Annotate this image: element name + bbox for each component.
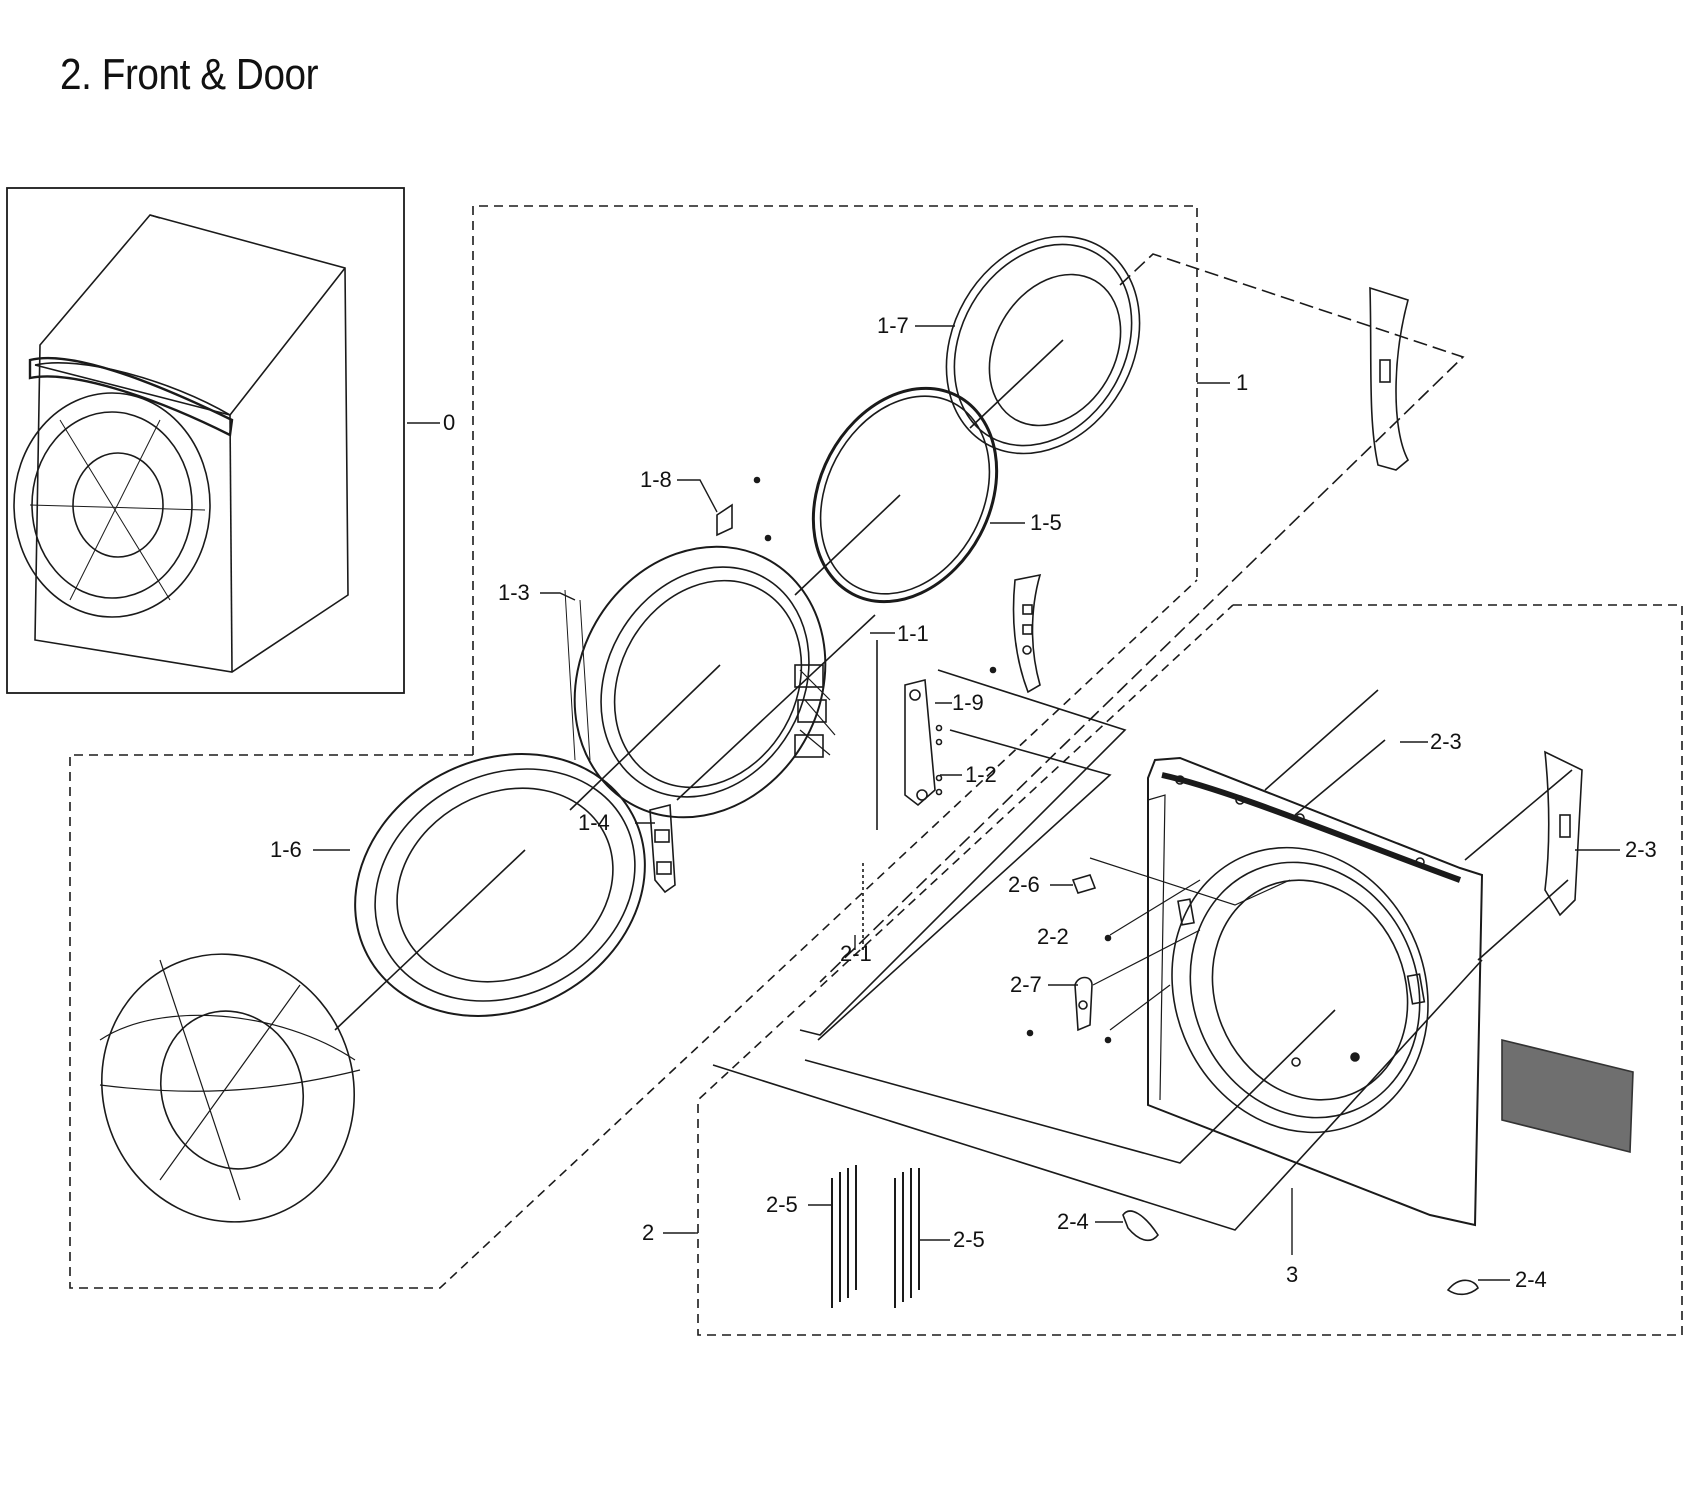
screw xyxy=(1104,1036,1112,1044)
callout-2-5-a: 2-5 xyxy=(766,1192,798,1217)
callout-1: 1 xyxy=(1236,370,1249,395)
callout-1-8: 1-8 xyxy=(640,467,672,492)
door-inner-frame xyxy=(564,545,836,819)
dryer-unit-sketch xyxy=(13,214,349,673)
clip-2-4-a xyxy=(1122,1210,1159,1242)
group-1-boundary xyxy=(472,205,1198,755)
front-outline-2 xyxy=(817,729,1112,1041)
callout-2-2: 2-2 xyxy=(1037,924,1069,949)
foam-strips-b xyxy=(894,1168,920,1308)
door-outer-ring xyxy=(354,753,646,1017)
front-outline-1 xyxy=(799,669,1127,1036)
front-outline-3 xyxy=(712,959,1483,1231)
group-0-box xyxy=(6,187,405,694)
callout-1-3: 1-3 xyxy=(498,580,530,605)
callout-2-6: 2-6 xyxy=(1008,872,1040,897)
bracket-leaders xyxy=(1264,689,1573,961)
door-hinge xyxy=(649,803,676,894)
front-outline-4 xyxy=(804,1009,1336,1164)
door-bracket xyxy=(989,573,1042,694)
callout-0: 0 xyxy=(443,410,456,435)
callout-1-5: 1-5 xyxy=(1030,510,1062,535)
foam-strips-a xyxy=(831,1165,857,1308)
group-1-outline xyxy=(819,253,1465,983)
door-glass-bowl xyxy=(99,953,361,1223)
screw-2-2 xyxy=(1104,934,1112,942)
side-bracket-1 xyxy=(1369,286,1410,471)
callout-1-1: 1-1 xyxy=(897,621,929,646)
part-2-7 xyxy=(1026,976,1093,1037)
callout-1-7: 1-7 xyxy=(877,313,909,338)
leader xyxy=(794,494,901,596)
callout-2-4-a: 2-4 xyxy=(1057,1209,1089,1234)
callout-1-9: 1-9 xyxy=(952,690,984,715)
door-gasket xyxy=(811,386,999,604)
callout-2-1: 2-1 xyxy=(840,941,872,966)
callout-leaders xyxy=(313,325,1620,1281)
part-2-6 xyxy=(1071,874,1097,894)
callout-2-3-b: 2-3 xyxy=(1625,837,1657,862)
door-lock xyxy=(904,678,943,807)
leader xyxy=(334,849,526,1031)
callout-3: 3 xyxy=(1286,1262,1299,1287)
callout-2-7: 2-7 xyxy=(1010,972,1042,997)
group-1-boundary-lower xyxy=(69,579,1198,1289)
clip-2-4-b xyxy=(1446,1279,1479,1296)
side-bracket-2 xyxy=(1544,750,1583,917)
leader xyxy=(676,614,876,801)
filter-panel xyxy=(1501,1038,1634,1154)
callout-1-2: 1-2 xyxy=(965,762,997,787)
group-2-boundary xyxy=(697,604,1683,1336)
front-panel xyxy=(1147,756,1484,1227)
callout-1-4: 1-4 xyxy=(578,810,610,835)
callout-2-4-b: 2-4 xyxy=(1515,1267,1547,1292)
callout-2-3-a: 2-3 xyxy=(1430,729,1462,754)
callout-2-5-b: 2-5 xyxy=(953,1227,985,1252)
leader xyxy=(569,664,721,811)
small-part-leaders xyxy=(1089,857,1291,1031)
part-1-8 xyxy=(716,476,772,542)
leader xyxy=(969,339,1064,429)
callout-1-6: 1-6 xyxy=(270,837,302,862)
door-glass-outer xyxy=(945,235,1141,455)
page-title: 2. Front & Door xyxy=(60,50,319,99)
callout-2: 2 xyxy=(642,1220,655,1245)
